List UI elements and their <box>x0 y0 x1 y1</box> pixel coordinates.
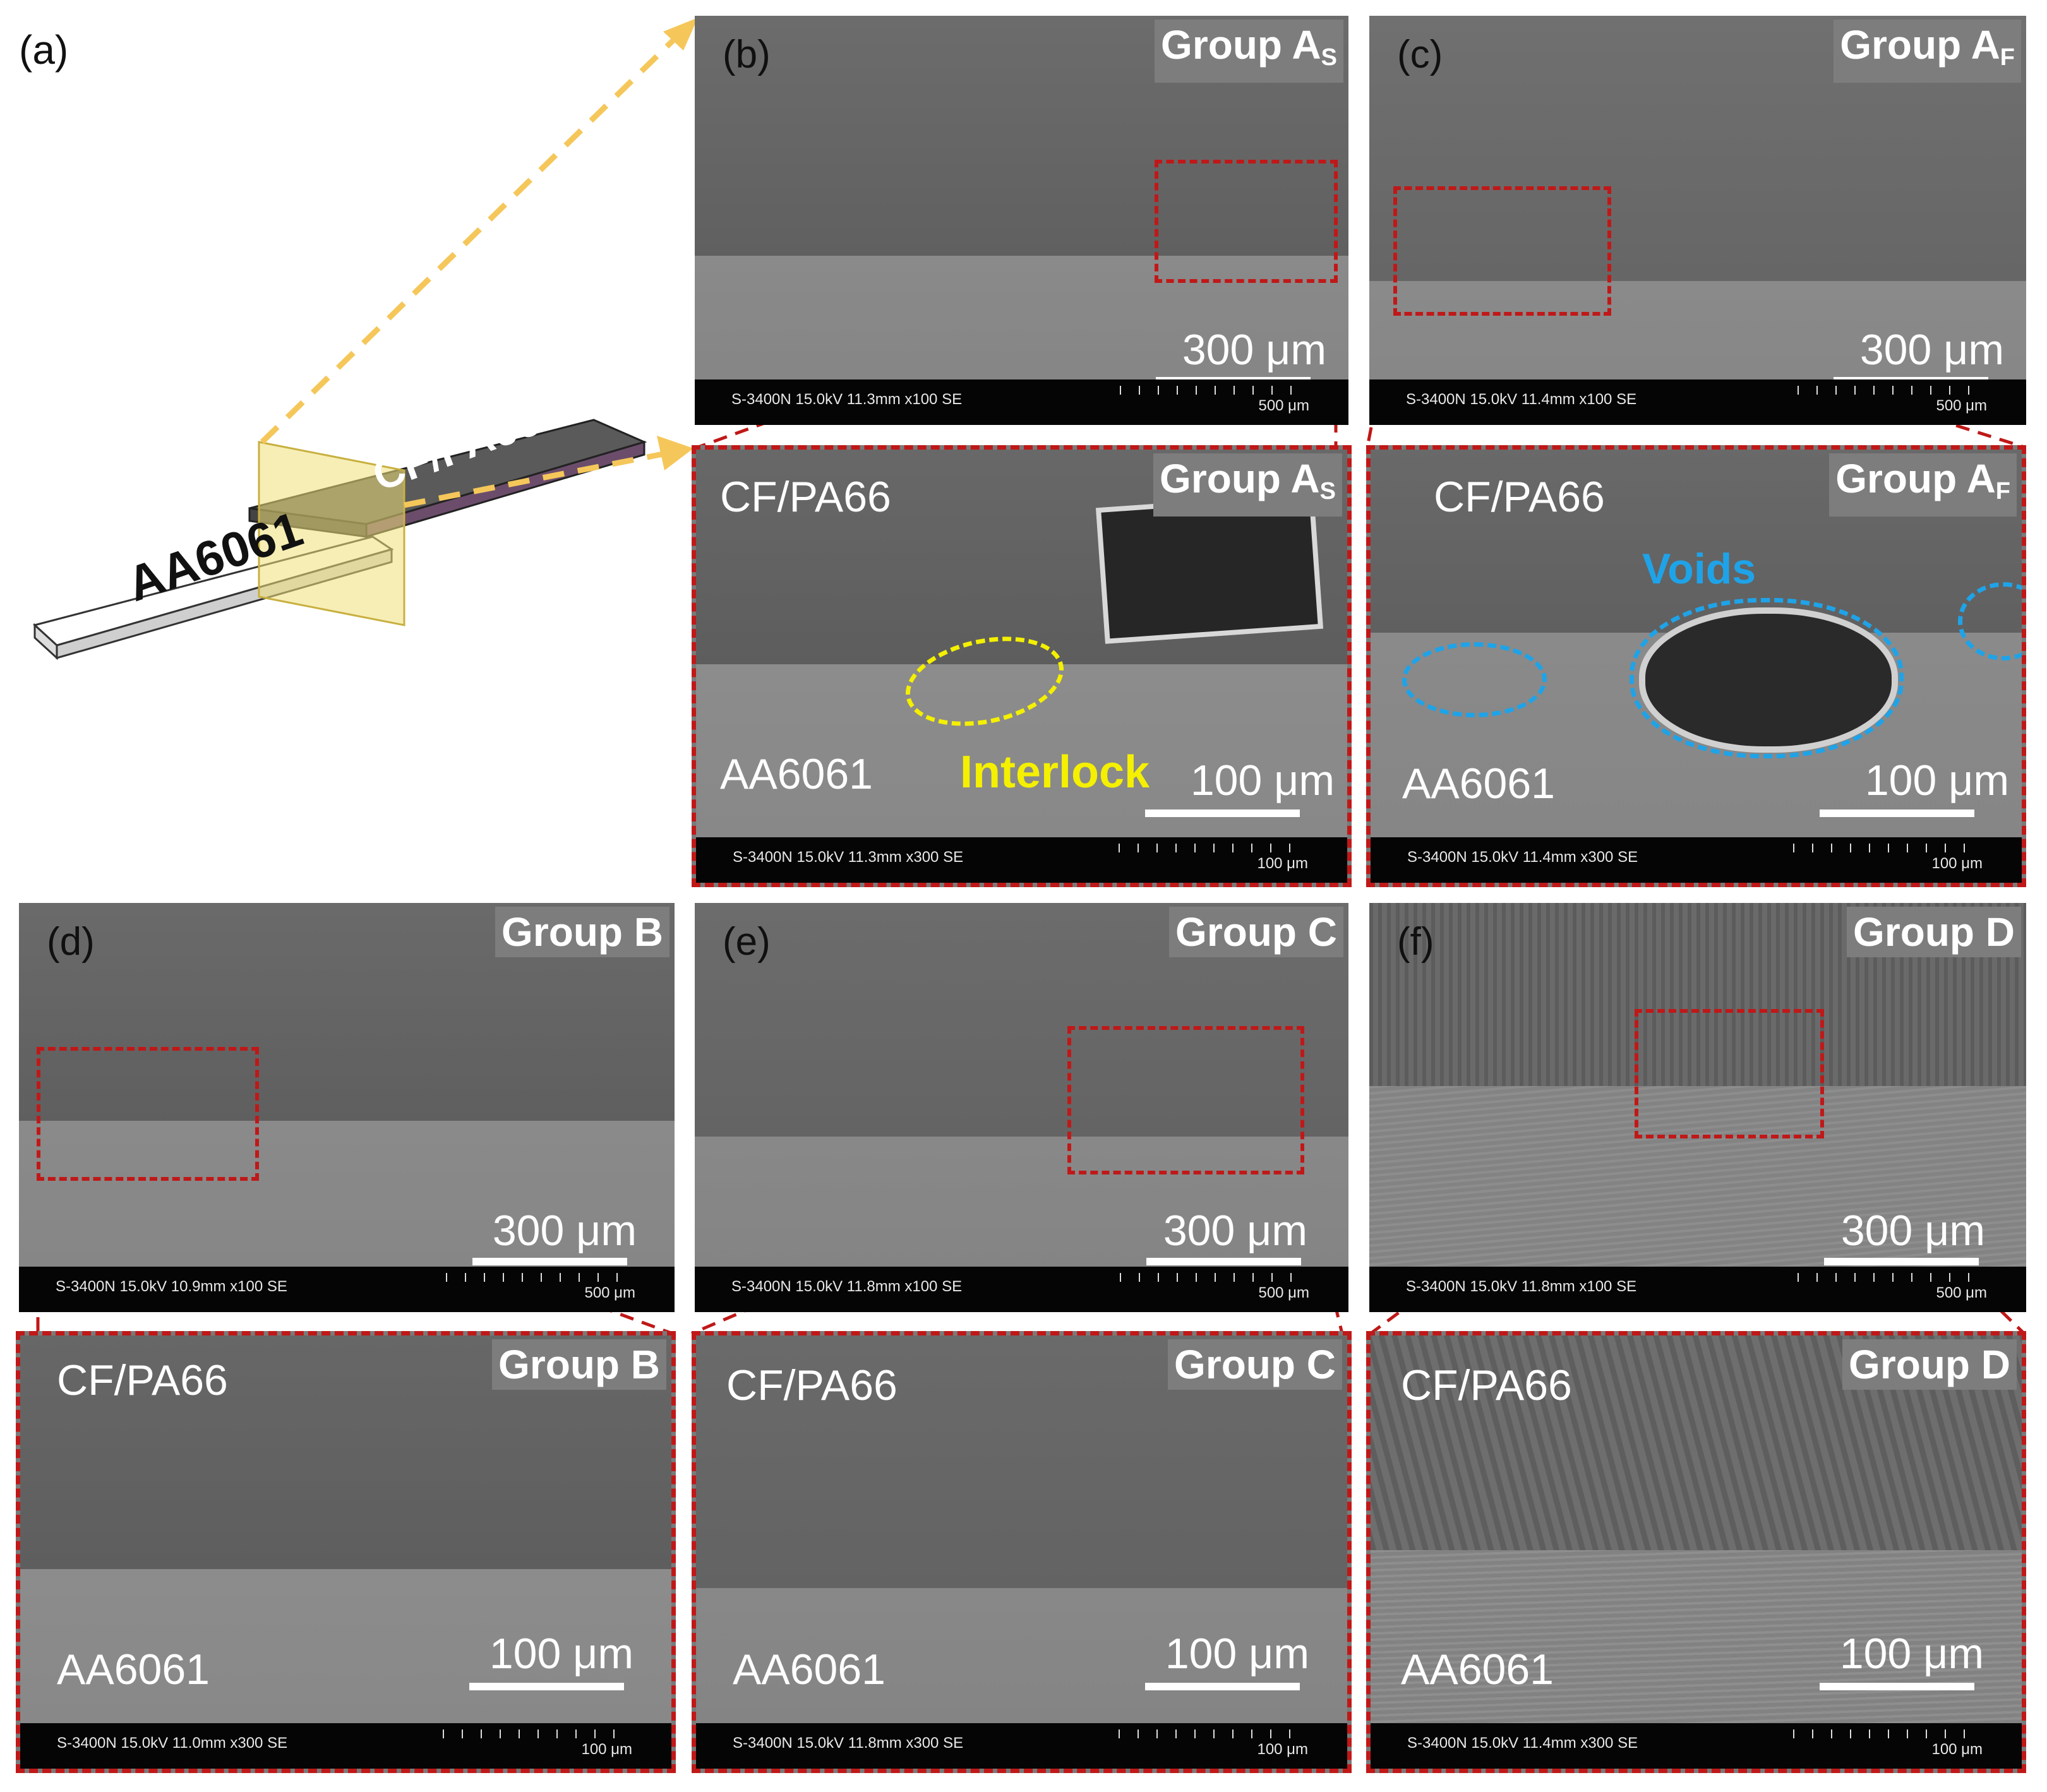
sem-info-bar: S-3400N 15.0kV 11.4mm x300 SE 100 μm <box>1371 1723 2022 1769</box>
group-label: Group AF <box>1829 453 2017 517</box>
top-material-label: CF/PA66 <box>720 473 891 521</box>
group-label: Group D <box>1847 907 2021 957</box>
group-label: Group B <box>495 907 669 957</box>
scale-text: 300 μm <box>1182 326 1326 374</box>
void-ellipse-edge <box>1958 582 2022 660</box>
bottom-material-label: AA6061 <box>57 1646 210 1693</box>
group-label: Group D <box>1842 1339 2017 1390</box>
scale-bar <box>1824 1258 1979 1265</box>
section-plane <box>258 441 405 626</box>
sem-panel-c-zoom: Group AF CF/PA66 AA6061 Voids 100 μm S-3… <box>1366 445 2026 887</box>
panel-letter: (e) <box>723 920 771 964</box>
sem-panel-f-zoom: Group D CF/PA66 AA6061 100 μm S-3400N 15… <box>1366 1331 2026 1773</box>
sem-panel-d: (d) Group B 300 μm S-3400N 15.0kV 10.9mm… <box>19 903 675 1312</box>
sem-info-bar: S-3400N 15.0kV 11.3mm x300 SE 100 μm <box>696 837 1347 883</box>
roi-box <box>1067 1026 1304 1174</box>
bottom-material-label: AA6061 <box>720 750 873 798</box>
sem-info-bar: S-3400N 15.0kV 11.8mm x100 SE 500 μm <box>1369 1267 2026 1312</box>
sem-panel-e-zoom: Group C CF/PA66 AA6061 100 μm S-3400N 15… <box>692 1331 1352 1773</box>
scale-text: 100 μm <box>489 1630 633 1678</box>
void-ellipse-large <box>1630 598 1904 758</box>
panel-letter: (d) <box>47 920 95 964</box>
scale-bar <box>1145 809 1300 817</box>
top-material-label: CF/PA66 <box>57 1356 228 1404</box>
panel-letter: (c) <box>1397 33 1443 76</box>
sem-panel-b-zoom: Group AS CF/PA66 AA6061 Interlock 100 μm… <box>692 445 1352 887</box>
roi-box <box>37 1047 259 1181</box>
roi-box <box>1393 186 1611 316</box>
scale-bar <box>469 1683 624 1690</box>
scale-text: 100 μm <box>1839 1630 1984 1678</box>
panel-a-letter: (a) <box>19 27 69 73</box>
sem-info-bar: S-3400N 15.0kV 11.4mm x300 SE 100 μm <box>1371 837 2022 883</box>
group-label: Group C <box>1169 907 1343 957</box>
sem-panel-c: (c) Group AF 300 μm S-3400N 15.0kV 11.4m… <box>1369 16 2026 425</box>
scale-bar <box>1146 1258 1301 1265</box>
sem-info-bar: S-3400N 15.0kV 11.0mm x300 SE 100 μm <box>20 1723 671 1769</box>
sem-info-bar: S-3400N 15.0kV 10.9mm x100 SE 500 μm <box>19 1267 675 1312</box>
sem-info-bar: S-3400N 15.0kV 11.4mm x100 SE 500 μm <box>1369 379 2026 425</box>
yellow-arrows <box>260 29 685 508</box>
joint-schematic <box>32 419 647 660</box>
scale-bar <box>1145 1683 1300 1690</box>
scale-bar <box>1820 1683 1974 1690</box>
bottom-material-label: AA6061 <box>1402 760 1555 808</box>
top-material-label: CF/PA66 <box>726 1361 897 1409</box>
scale-text: 300 μm <box>1163 1207 1307 1255</box>
scale-bar <box>1820 809 1974 817</box>
scale-text: 300 μm <box>492 1207 637 1255</box>
top-material-label: CF/PA66 <box>1401 1361 1572 1409</box>
sem-panel-d-zoom: Group B CF/PA66 AA6061 100 μm S-3400N 15… <box>16 1331 676 1773</box>
scale-text: 100 μm <box>1165 1630 1309 1678</box>
scale-text: 100 μm <box>1190 756 1335 804</box>
group-label: Group AF <box>1834 20 2021 83</box>
top-material-label: CF/PA66 <box>1434 473 1605 521</box>
group-label: Group B <box>492 1339 666 1390</box>
sem-info-bar: S-3400N 15.0kV 11.8mm x300 SE 100 μm <box>696 1723 1347 1769</box>
panel-letter: (b) <box>723 33 771 76</box>
scale-text: 100 μm <box>1864 756 2009 804</box>
interlock-annotation: Interlock <box>960 747 1150 797</box>
scale-bar <box>472 1258 627 1265</box>
void-ellipse-small <box>1402 642 1547 717</box>
group-label: Group AS <box>1155 20 1343 83</box>
scale-text: 300 μm <box>1859 326 2004 374</box>
sem-info-bar: S-3400N 15.0kV 11.8mm x100 SE 500 μm <box>695 1267 1348 1312</box>
group-label: Group AS <box>1153 453 1342 517</box>
sem-panel-f: (f) Group D 300 μm S-3400N 15.0kV 11.8mm… <box>1369 903 2026 1312</box>
bottom-material-label: AA6061 <box>1401 1646 1554 1693</box>
roi-box <box>1635 1009 1824 1138</box>
voids-annotation: Voids <box>1642 545 1756 593</box>
panel-letter: (f) <box>1397 920 1434 964</box>
sem-panel-e: (e) Group C 300 μm S-3400N 15.0kV 11.8mm… <box>695 903 1348 1312</box>
sem-panel-b: (b) Group AS 300 μm S-3400N 15.0kV 11.3m… <box>695 16 1348 425</box>
sem-info-bar: S-3400N 15.0kV 11.3mm x100 SE 500 μm <box>695 379 1348 425</box>
scale-text: 300 μm <box>1840 1207 1985 1255</box>
group-label: Group C <box>1168 1339 1342 1390</box>
bottom-material-label: AA6061 <box>733 1646 885 1693</box>
roi-box <box>1155 160 1338 283</box>
